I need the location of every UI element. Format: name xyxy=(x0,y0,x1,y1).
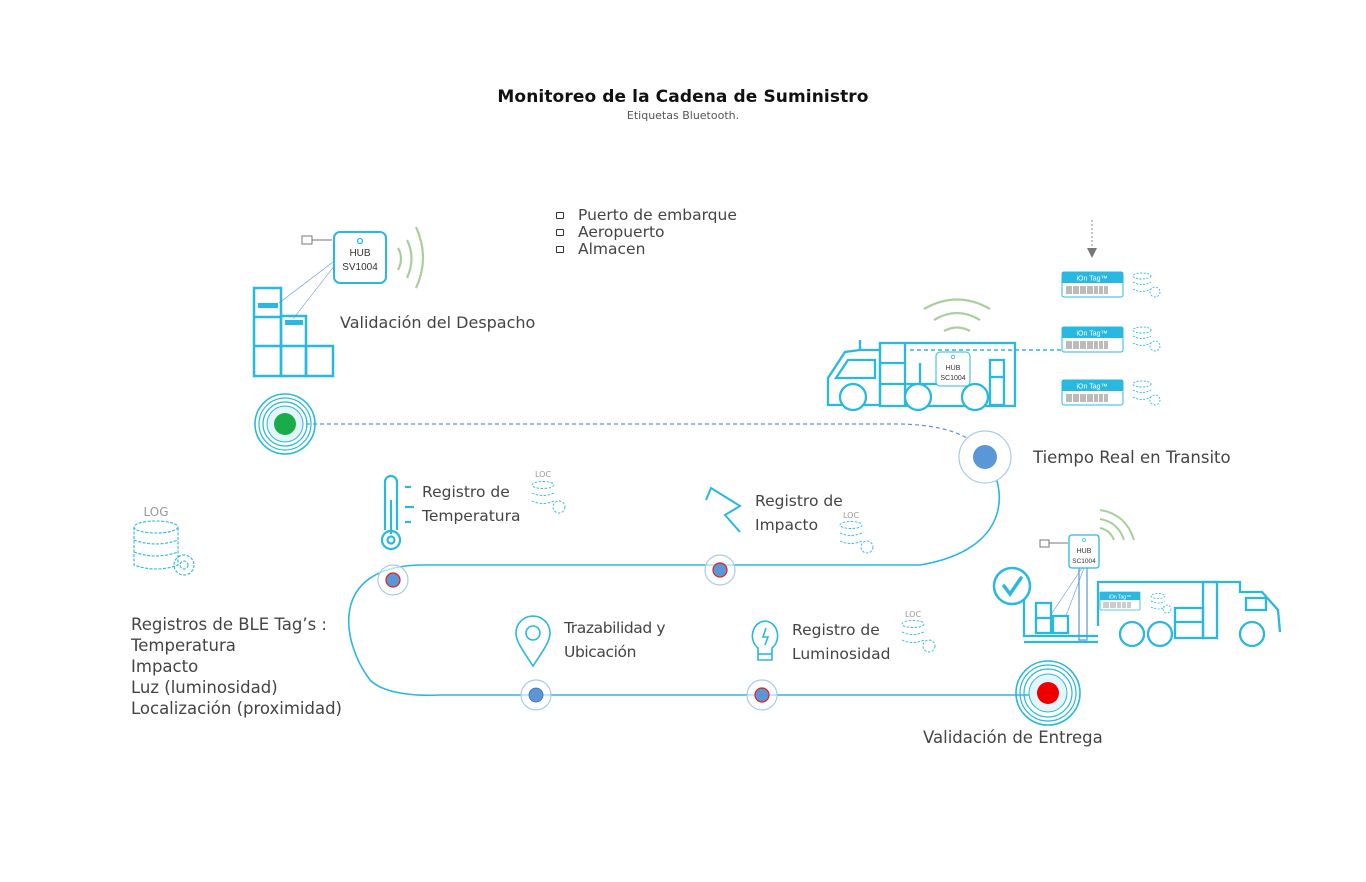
transit-label: Tiempo Real en Transito xyxy=(1033,448,1231,467)
ble-registers-title: Registros de BLE Tag’s : xyxy=(131,615,327,634)
impact-zigzag-icon xyxy=(705,486,742,533)
ble-register-item: Luz (luminosidad) xyxy=(131,678,278,697)
hub-sc1004-transit-device: HUB SC1004 xyxy=(935,351,971,387)
log-label: LOC xyxy=(905,610,921,619)
hub-label: HUB xyxy=(1077,548,1092,555)
luminosity-label: Registro de Luminosidad xyxy=(792,621,891,663)
hub-label: HUB xyxy=(349,248,370,259)
tag-label: iOn Tag™ xyxy=(1077,384,1108,391)
hub-connection-lines xyxy=(1049,567,1085,617)
impact-node[interactable] xyxy=(704,554,736,586)
ble-register-item: Temperatura xyxy=(131,636,236,655)
checkbox-icon xyxy=(556,212,564,219)
dispatch-label: Validación del Despacho xyxy=(340,313,536,332)
temperature-node[interactable] xyxy=(377,564,409,596)
tag-log-icon xyxy=(1132,272,1161,406)
transit-truck-icon xyxy=(826,340,1017,412)
log-label: LOC xyxy=(535,470,551,479)
wireless-signal-icon xyxy=(1099,509,1135,541)
hub-id: SC1004 xyxy=(940,375,965,382)
tracking-label: Trazabilidad y Ubicación xyxy=(564,619,666,661)
end-node[interactable] xyxy=(1015,660,1081,726)
temperature-label: Registro de Temperatura xyxy=(422,483,521,525)
hub-id: SV1004 xyxy=(342,262,378,273)
thermometer-icon xyxy=(380,474,414,551)
ble-register-item: Impacto xyxy=(131,657,199,676)
wireless-signal-icon xyxy=(923,298,991,332)
log-label: LOC xyxy=(843,511,859,520)
route-solid-segment xyxy=(347,455,1030,697)
delivery-label: Validación de Entrega xyxy=(923,728,1103,747)
power-plug-icon xyxy=(301,235,332,245)
location-list: Puerto de embarque Aeropuerto Almacen xyxy=(556,207,737,258)
ion-tag-2: iOn Tag™ xyxy=(1061,326,1124,353)
tracking-node[interactable] xyxy=(520,679,552,711)
tag-log-icon xyxy=(1150,593,1172,614)
page-title: Monitoreo de la Cadena de Suministro xyxy=(497,87,869,107)
barcode-icon xyxy=(1103,602,1131,608)
log-label: LOG xyxy=(143,505,168,519)
location-item: Aeropuerto xyxy=(556,224,737,241)
barcode-icon xyxy=(1066,286,1108,294)
hub-connection-lines xyxy=(278,261,336,320)
checkbox-icon xyxy=(556,246,564,253)
tag-label: iOn Tag™ xyxy=(1109,595,1131,601)
transit-node[interactable] xyxy=(958,430,1012,484)
checkbox-icon xyxy=(556,229,564,236)
wireless-signal-icon xyxy=(397,226,425,289)
light-bulb-icon xyxy=(751,620,779,661)
start-status-dot xyxy=(274,413,296,435)
incoming-arrow-icon xyxy=(1087,220,1097,258)
location-item: Almacen xyxy=(556,241,737,258)
ble-registers-list: Registros de BLE Tag’s : Temperatura Imp… xyxy=(131,614,342,719)
ion-tag-3: iOn Tag™ xyxy=(1061,379,1124,406)
location-pin-icon xyxy=(515,615,551,668)
database-gear-icon xyxy=(531,481,936,653)
tag-label: iOn Tag™ xyxy=(1077,276,1108,283)
tag-label: iOn Tag™ xyxy=(1077,331,1108,338)
page-subtitle: Etiquetas Bluetooth. xyxy=(626,109,740,122)
hub-sv1004-device: HUB SV1004 xyxy=(333,231,387,284)
impact-label: Registro de Impacto xyxy=(755,492,843,534)
barcode-icon xyxy=(1066,341,1108,349)
hub-id: SC1004 xyxy=(1072,558,1096,565)
location-item: Puerto de embarque xyxy=(556,207,737,224)
start-node[interactable] xyxy=(254,393,316,455)
ble-register-item: Localización (proximidad) xyxy=(131,699,342,718)
warehouse-boxes-icon xyxy=(252,286,335,378)
hub-sc1004-delivery-device: HUB SC1004 xyxy=(1068,534,1100,569)
ion-tag-delivery: iOn Tag™ xyxy=(1099,591,1141,611)
barcode-icon xyxy=(1066,394,1108,402)
delivery-truck-icon xyxy=(1022,547,1282,648)
log-database-icon xyxy=(133,520,195,576)
hub-label: HUB xyxy=(946,365,961,372)
route-dashed-segment xyxy=(285,423,986,456)
end-status-dot xyxy=(1037,682,1059,704)
checkmark-circle-icon xyxy=(992,566,1032,606)
luminosity-node[interactable] xyxy=(746,679,778,711)
ion-tag-1: iOn Tag™ xyxy=(1061,271,1124,298)
power-plug-icon xyxy=(1039,539,1068,548)
